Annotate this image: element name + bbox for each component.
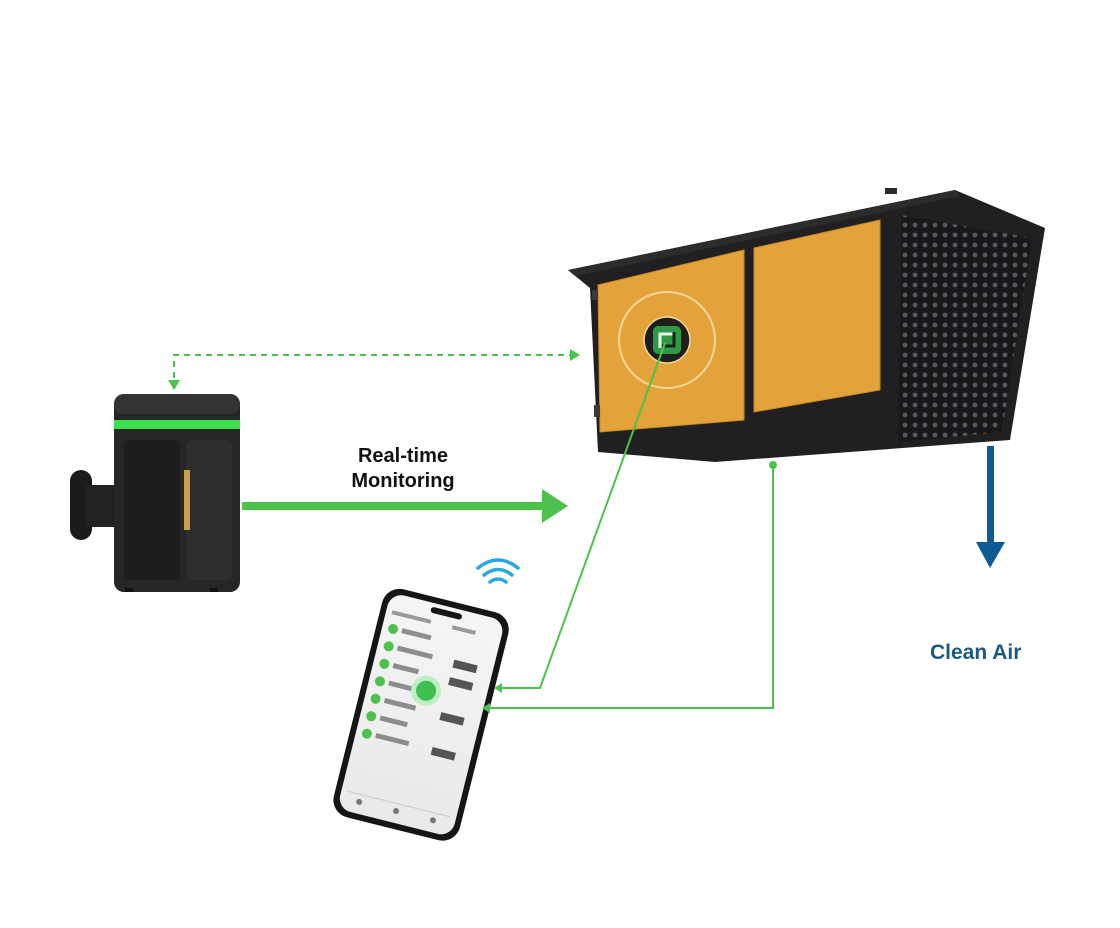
dashed-link-line: [173, 354, 578, 389]
filter-panel-right: [753, 219, 881, 413]
air-quality-sensor: [70, 394, 240, 592]
smartphone: [333, 588, 509, 841]
monitoring-label: Real-time Monitoring: [351, 445, 455, 492]
clean-air-label: Clean Air: [930, 641, 1022, 664]
phone-link-line-diagonal: [500, 342, 666, 689]
filter-ring-outer: [618, 291, 716, 389]
app-device-list: [361, 623, 478, 761]
monitoring-arrow: [242, 489, 568, 523]
phone-link-arrowhead-lower: [482, 703, 490, 713]
dashed-link-arrowhead-sensor: [168, 380, 180, 390]
phone-link-arrowhead-upper: [494, 683, 502, 693]
brand-logo-icon: [653, 326, 681, 354]
phone-link-dot: [769, 461, 777, 469]
phone-screen: [339, 595, 503, 835]
purifier-side-grille: [898, 215, 1032, 442]
dashed-link-arrowhead-purifier: [570, 349, 580, 361]
sensor-status-light: [114, 420, 240, 429]
clean-air-arrow: [976, 446, 1005, 568]
phone-link-line-elbow: [490, 465, 774, 709]
air-purifier-unit: [568, 188, 1045, 462]
wifi-icon: [476, 558, 520, 584]
